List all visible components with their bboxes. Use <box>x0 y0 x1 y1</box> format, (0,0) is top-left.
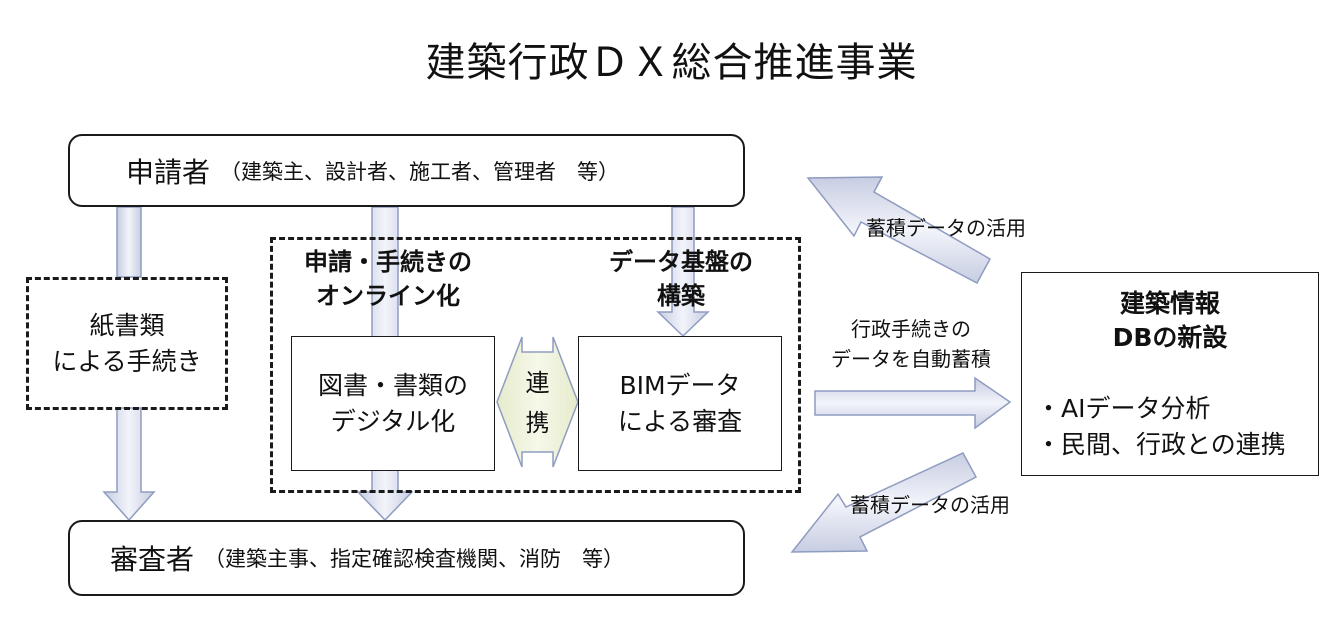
db-bullet-ai: ・AIデータ分析 <box>1036 394 1211 423</box>
arrow-reuse-to-applicant <box>806 176 992 285</box>
dx-initiatives-box <box>270 237 801 493</box>
auto-accumulate-label: 行政手続きの データを自動蓄積 <box>806 312 1016 376</box>
digitize-line2: デジタル化 <box>330 406 456 436</box>
db-heading-line2: DBの新設 <box>1112 323 1228 352</box>
linkage-char1: 連 <box>525 369 550 397</box>
online-heading: 申請・手続きの オンライン化 <box>282 243 494 315</box>
paper-procedure-line2: による手続き <box>52 346 202 376</box>
building-info-db-box: 建築情報 DBの新設 ・AIデータ分析 ・民間、行政との連携 <box>1021 272 1319 476</box>
bim-review-line1: BIMデータ <box>619 370 741 400</box>
auto-accumulate-line1: 行政手続きの <box>851 317 971 341</box>
reuse-label-top: 蓄積データの活用 <box>866 216 1026 240</box>
data-platform-heading-line1: データ基盤の <box>609 248 753 276</box>
reviewer-label: 審査者 <box>110 543 195 576</box>
reviewer-examples: （建築主事、指定確認検査機関、消防 等） <box>204 547 625 571</box>
digitize-box: 図書・書類の デジタル化 <box>291 336 495 471</box>
bim-review-box: BIMデータ による審査 <box>578 336 782 471</box>
arrow-to-db <box>814 376 1012 430</box>
db-heading: 建築情報 DBの新設 <box>1022 287 1318 355</box>
bim-review-line2: による審査 <box>617 406 743 436</box>
paper-procedure-box: 紙書類 による手続き <box>26 277 228 410</box>
digitize-line1: 図書・書類の <box>317 370 468 400</box>
data-platform-heading: データ基盤の 構築 <box>574 243 788 315</box>
applicant-label: 申請者 <box>126 155 211 189</box>
db-heading-line1: 建築情報 <box>1119 289 1220 318</box>
applicant-examples: （建築主、設計者、施工者、管理者 等） <box>220 159 620 184</box>
reviewer-box: 審査者 （建築主事、指定確認検査機関、消防 等） <box>68 520 745 596</box>
linkage-char2: 携 <box>525 409 550 437</box>
arrow-paper-to-reviewer <box>102 407 156 522</box>
arrow-reuse-to-reviewer <box>790 452 978 553</box>
page-title: 建築行政ＤＸ総合推進事業 <box>425 40 918 86</box>
online-heading-line1: 申請・手続きの <box>304 248 472 276</box>
auto-accumulate-line2: データを自動蓄積 <box>831 347 991 371</box>
reuse-label-bottom: 蓄積データの活用 <box>850 493 1010 517</box>
arrow-applicant-to-paper <box>116 206 142 278</box>
applicant-box: 申請者 （建築主、設計者、施工者、管理者 等） <box>68 134 745 207</box>
db-bullets: ・AIデータ分析 ・民間、行政との連携 <box>1036 391 1318 463</box>
linkage-label: 連 携 <box>522 362 553 444</box>
db-bullet-collaboration: ・民間、行政との連携 <box>1036 430 1286 459</box>
data-platform-heading-line2: 構築 <box>657 282 705 310</box>
online-heading-line2: オンライン化 <box>316 282 460 310</box>
paper-procedure-line1: 紙書類 <box>89 310 165 340</box>
arrow-applicant-to-bim <box>656 206 710 338</box>
